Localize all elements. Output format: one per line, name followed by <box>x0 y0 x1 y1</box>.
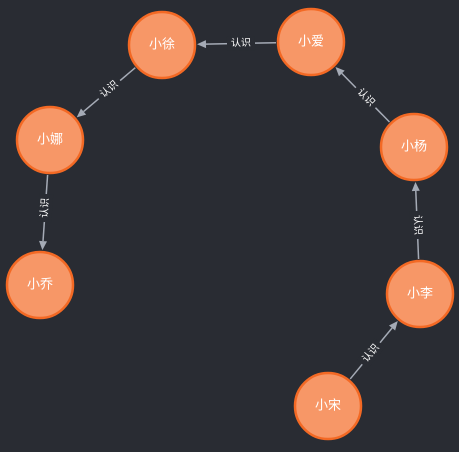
arrow-head-icon <box>196 40 207 49</box>
node-li[interactable]: 小李 <box>385 259 455 329</box>
relationship-edge[interactable]: 认识 <box>335 66 391 123</box>
node-circle[interactable] <box>5 250 75 320</box>
node-circle[interactable] <box>15 105 85 175</box>
edge-label-background <box>409 210 425 240</box>
node-na[interactable]: 小娜 <box>15 105 85 175</box>
node-circle[interactable] <box>385 259 455 329</box>
edge-label: 认识 <box>231 36 251 49</box>
node-ai[interactable]: 小爱 <box>276 7 346 77</box>
edge-label-group: 认识 <box>226 36 256 51</box>
arrow-head-icon <box>411 181 420 192</box>
edge-label-background <box>350 82 381 113</box>
node-circle[interactable] <box>276 7 346 77</box>
edge-label: 认识 <box>411 215 425 236</box>
node-song[interactable]: 小宋 <box>293 371 363 441</box>
relationship-edge[interactable]: 认识 <box>409 181 426 260</box>
node-circle[interactable] <box>127 10 197 80</box>
edge-label-background <box>94 75 125 104</box>
edge-label: 认识 <box>37 198 51 219</box>
node-qiao[interactable]: 小乔 <box>5 250 75 320</box>
relationship-edge[interactable]: 认识 <box>76 67 136 118</box>
arrow-head-icon <box>335 66 345 77</box>
node-xu[interactable]: 小徐 <box>127 10 197 80</box>
arrow-head-icon <box>76 108 87 118</box>
edge-label-background <box>356 338 386 369</box>
edge-label-background <box>37 193 54 223</box>
edge-label-background <box>226 36 256 51</box>
relationship-edge[interactable]: 认识 <box>196 36 277 51</box>
node-circle[interactable] <box>293 371 363 441</box>
relationship-edge[interactable]: 认识 <box>37 174 54 251</box>
arrow-head-icon <box>39 240 48 251</box>
edge-label-group: 认识 <box>409 210 425 240</box>
arrow-head-icon <box>388 321 398 331</box>
edge-label-group: 认识 <box>37 193 54 223</box>
relationship-edge[interactable]: 认识 <box>349 321 398 380</box>
node-circle[interactable] <box>379 112 449 182</box>
node-yang[interactable]: 小杨 <box>379 112 449 182</box>
